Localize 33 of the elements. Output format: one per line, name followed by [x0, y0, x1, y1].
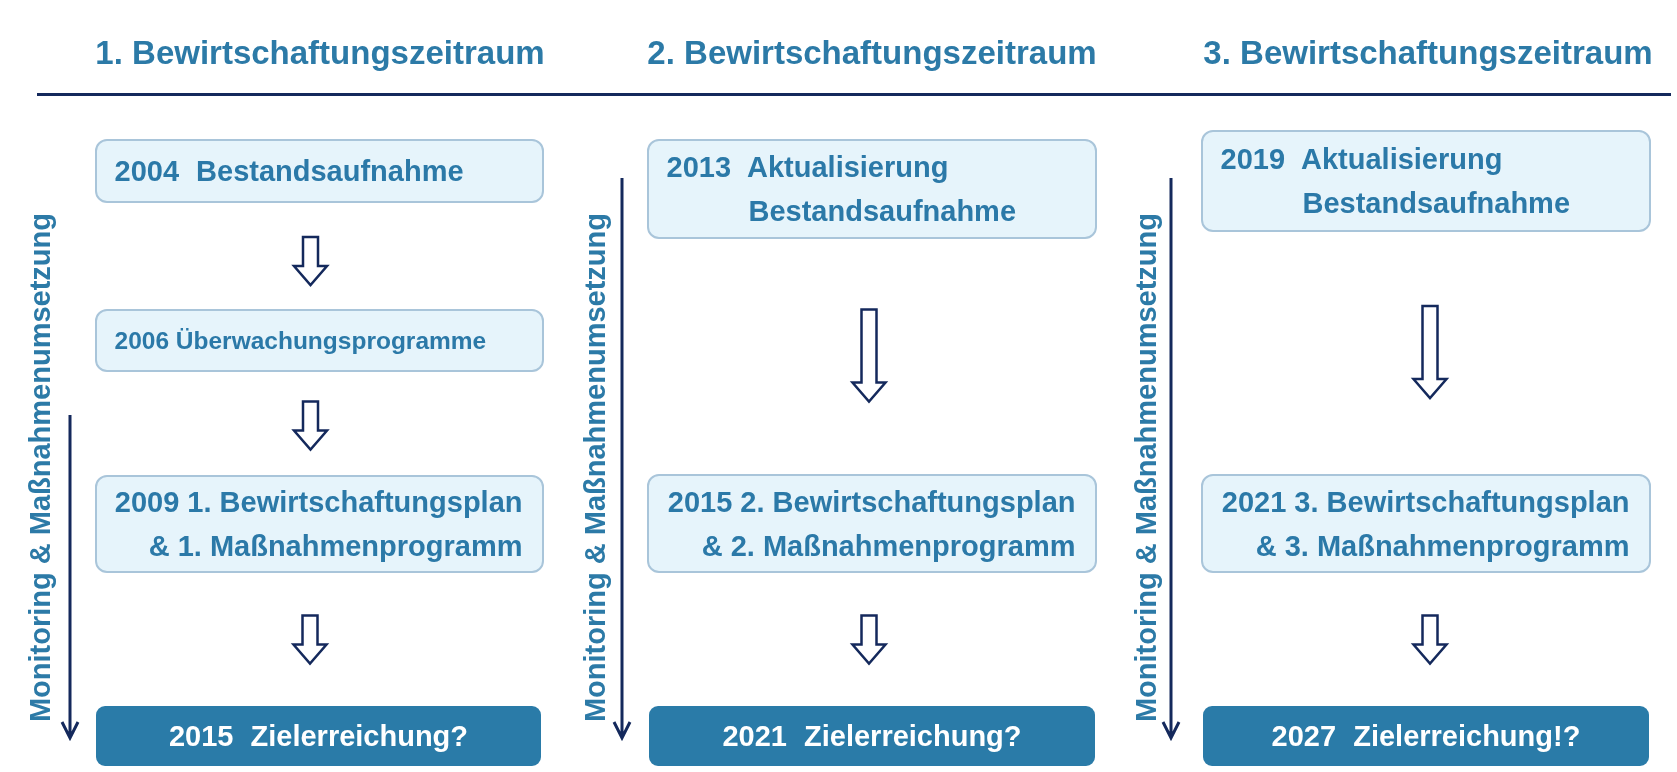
side-label: Monitoring & Maßnahmenumsetzung: [1129, 213, 1163, 723]
side-label: Monitoring & Maßnahmenumsetzung: [23, 213, 57, 723]
block-arrow: [849, 308, 889, 404]
block-arrow: [290, 614, 330, 666]
step-label: 2015 2. Bewirtschaftungsplan & 2. Maßnahmenprogramm: [666, 484, 1076, 564]
block-arrow: [291, 400, 330, 452]
step-label: 2009 1. Bewirtschaftungsplan & 1. Maßnahmenprogramm: [113, 485, 523, 564]
step-label: 2006 Überwachungsprogramme: [114, 325, 487, 356]
step-label: 2021 3. Bewirtschaftungsplan & 3. Maßnahmenprogramm: [1220, 484, 1630, 564]
step-box: [1201, 130, 1651, 232]
goal-box: [649, 706, 1095, 766]
column-heading: 3. Bewirtschaftungszeitraum: [1203, 33, 1653, 73]
column-heading: 1. Bewirtschaftungszeitraum: [95, 33, 545, 73]
step-box: [95, 309, 544, 372]
side-label: Monitoring & Maßnahmenumsetzung: [578, 213, 612, 723]
step-box: [647, 139, 1097, 239]
goal-label: 2021 Zielerreichung?: [722, 719, 1022, 754]
step-box: [95, 475, 544, 573]
step-label: 2013 Aktualisierung Bestandsaufnahme: [666, 150, 1017, 229]
block-arrow: [291, 235, 330, 287]
step-label: 2004 Bestandsaufnahme: [114, 154, 464, 189]
goal-label: 2027 Zielerreichung!?: [1271, 719, 1581, 754]
block-arrow: [849, 614, 889, 666]
goal-label: 2015 Zielerreichung?: [168, 719, 469, 754]
step-box: [95, 139, 544, 203]
block-arrow: [1410, 304, 1450, 400]
step-label: 2019 Aktualisierung Bestandsaufnahme: [1220, 142, 1571, 221]
goal-box: [96, 706, 541, 766]
column-heading: 2. Bewirtschaftungszeitraum: [647, 33, 1097, 73]
goal-box: [1203, 706, 1649, 766]
block-arrow: [1410, 614, 1450, 666]
step-box: [647, 474, 1097, 573]
step-box: [1201, 474, 1651, 573]
